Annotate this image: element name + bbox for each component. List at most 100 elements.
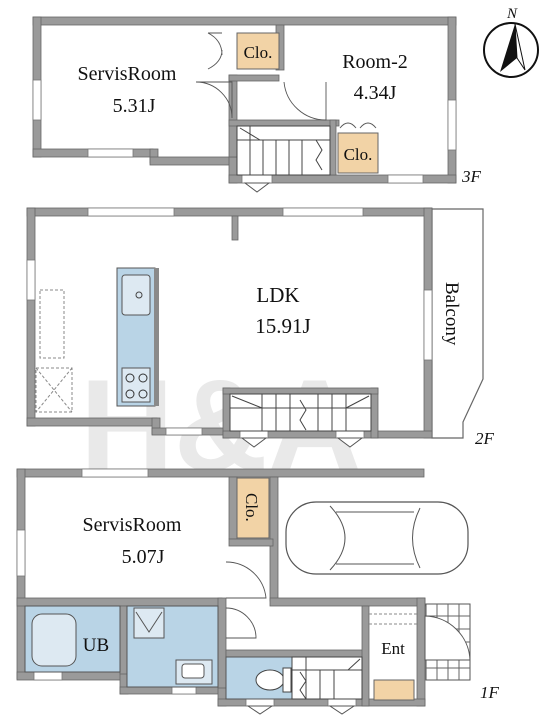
stair-break-icon [299,671,307,700]
wall [228,119,340,127]
fridge-cross [35,367,73,413]
window [87,207,175,217]
stairs-3f [236,125,331,176]
window [26,259,36,301]
floor-2f-label: 2F [475,429,495,448]
window [387,174,424,184]
wall [225,649,367,658]
window [165,427,203,436]
compass: N [483,6,539,78]
room-3f-a-size: 5.31J [113,95,156,117]
window [245,698,275,707]
window [423,289,433,361]
fridge-cross [35,367,73,413]
balcony-label: Balcony [441,282,462,346]
closet-3f-2 [337,132,379,174]
door-icon [225,607,257,639]
wall [32,16,457,26]
wall [228,538,274,547]
window [282,207,364,217]
window [239,430,269,439]
wall [370,387,379,439]
washer-icon [133,607,165,639]
floor-2f: LDK 15.91J Balcony 2F [26,207,495,448]
closet-3f-1 [236,32,280,70]
burner-icon [125,373,135,383]
room-1f-name: ServisRoom [83,514,182,536]
wall [26,207,36,427]
car-icon [285,501,469,575]
stair-arrow-icon [246,705,274,715]
closet-3f-1-label: Clo. [244,43,273,62]
window [171,686,197,695]
sink-drain-icon [135,291,143,299]
wall [228,476,238,540]
toilet-tank-icon [282,667,292,693]
room-3f-a-name: ServisRoom [78,63,177,85]
stairs-outline [229,393,372,432]
stair-step [239,127,261,141]
floor-3f: Clo. Clo. ServisRoom 5.31J Room-2 4.34J … [32,16,482,193]
wall [416,597,426,707]
wall [26,417,158,427]
bath-label: UB [83,635,109,656]
burner-icon [138,389,148,399]
wall [119,605,128,675]
ldk-size: 15.91J [255,314,310,338]
burner-icon [125,389,135,399]
window [327,698,357,707]
stair-step [345,395,370,409]
compass-north-label: N [506,6,518,22]
basin-bowl-icon [181,663,205,679]
shelf-outline [39,289,65,359]
wall [329,119,337,176]
window [81,468,149,478]
bathtub-icon [31,613,77,667]
door-icon [225,561,267,599]
floor-1f: Clo. [16,468,500,715]
wall [222,387,231,439]
wall [228,74,280,82]
stair-arrow-icon [328,705,356,715]
car-body [285,501,469,575]
closet-door-icon [339,122,377,129]
window [87,148,134,158]
toilet-icon [255,669,285,691]
floor-1f-label: 1F [480,683,500,702]
room-1f-size: 5.07J [122,546,165,568]
stair-break-icon [315,139,323,171]
car-rear-window [412,507,421,569]
wall [222,387,379,395]
door-icon [195,81,233,119]
wall [228,174,457,184]
wall [16,671,128,681]
counter-edge [154,268,159,406]
stairs-outline [236,125,331,176]
window [16,529,26,577]
closet-1f-label: Clo. [242,493,261,522]
entrance-label: Ent [381,639,405,658]
wall [16,597,223,607]
compass-needle-icon [500,24,517,72]
stair-break-icon [299,399,307,431]
stairs-2f [229,393,372,432]
wall [228,74,238,158]
wall [217,597,227,689]
floor-3f-label: 3F [461,167,482,186]
window [32,79,42,121]
room-3f-b-size: 4.34J [354,82,397,104]
window [447,99,457,151]
closet-door-icon [207,32,223,70]
stair-arrow-icon [240,437,268,448]
window [335,430,365,439]
closet-1f [236,477,270,539]
closet-3f-2-label: Clo. [344,145,373,164]
stair-step [347,658,361,671]
stairs-1f [291,656,363,700]
fridge-outline [35,367,73,413]
compass-needle-light [514,23,526,71]
wall [377,430,433,439]
car-windshield [329,505,346,571]
wall [361,605,370,707]
